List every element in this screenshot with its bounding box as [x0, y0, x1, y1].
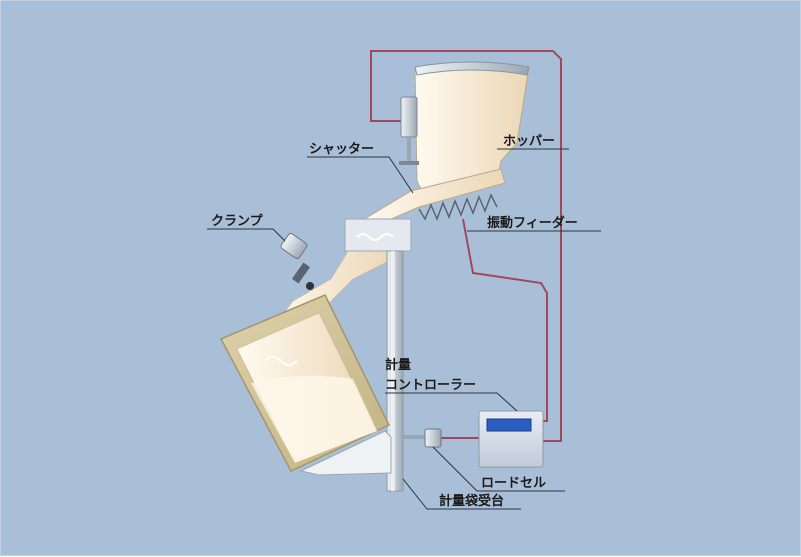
wire-controller-to-feeder: [462, 218, 548, 422]
clamp: [280, 232, 314, 290]
upper-chute: [344, 218, 412, 252]
bag-receiver-platform: [299, 430, 392, 476]
load-cell: [403, 428, 442, 448]
weighing-controller: [478, 410, 544, 468]
controller-label-line2: コントローラー: [385, 378, 476, 393]
wire-controller-to-shutter: [370, 50, 562, 442]
vibrating-feeder-label: 振動フィーダー: [487, 215, 578, 231]
shutter-label: シャッター: [309, 142, 374, 157]
clamp-label: クランプ: [211, 214, 264, 229]
load-cell-label: ロードセル: [481, 476, 546, 491]
leader-lines: [207, 148, 601, 510]
controller-label-line1: 計量: [385, 357, 411, 373]
shutter-mechanism: [399, 96, 419, 165]
hopper-label: ホッパー: [503, 134, 555, 149]
weighing-bag: [219, 294, 391, 472]
support-post: [386, 250, 404, 492]
bag-receiver-label: 計量袋受台: [439, 493, 504, 509]
hopper: [414, 61, 530, 190]
signal-wires: [370, 50, 562, 442]
